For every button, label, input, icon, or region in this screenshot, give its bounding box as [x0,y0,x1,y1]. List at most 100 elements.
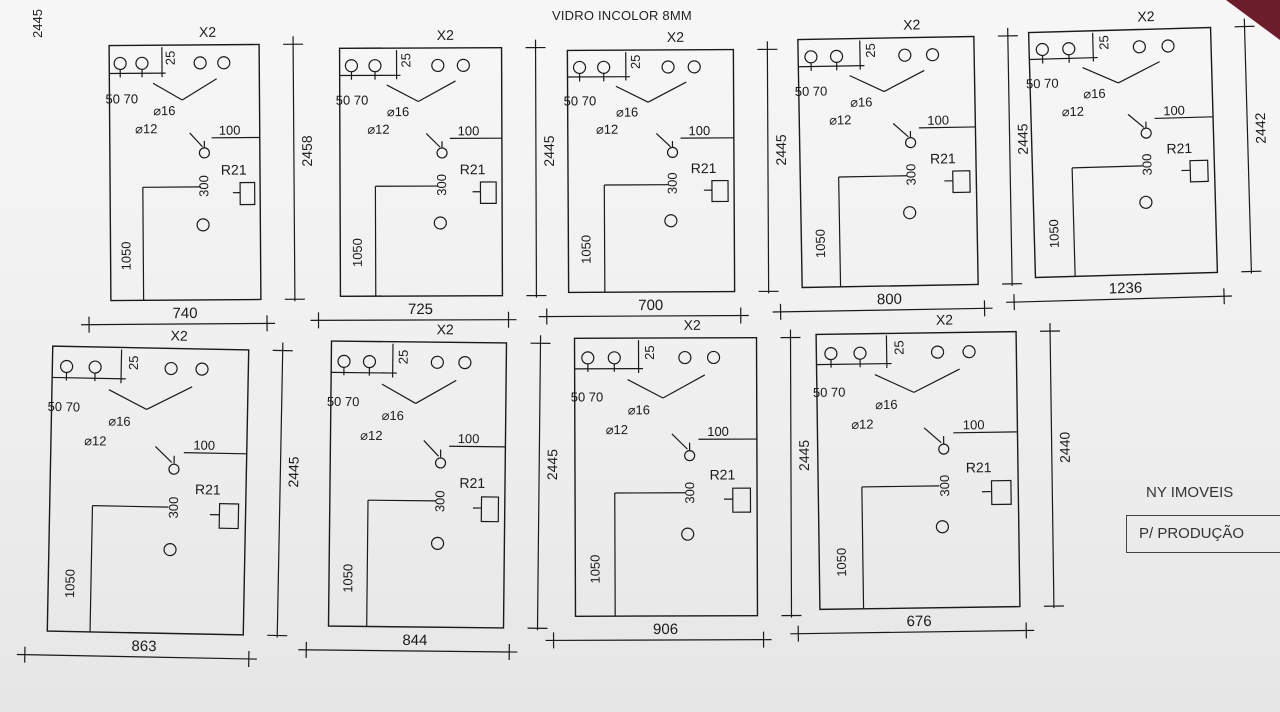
top-offset-label: 25 [163,51,178,66]
panel-height-label: 2458 [299,135,315,166]
quantity-label: X2 [1137,8,1155,24]
hole-spacing-label: 50 70 [795,83,828,99]
diameter-16-label: ⌀16 [153,103,175,118]
hole-circle [1139,195,1153,209]
radius-label: R21 [966,459,992,475]
hole-circle [433,216,447,230]
hole-circle [193,56,207,70]
hole-circle [113,56,127,71]
radius-label: R21 [459,475,485,491]
edge-offset-label: 100 [458,431,480,446]
diameter-16-label: ⌀16 [616,104,638,119]
company-name: NY IMOVEIS [1146,484,1234,501]
diameter-12-label: ⌀12 [851,417,874,432]
quantity-label: X2 [199,24,216,40]
panel-width-label: 700 [638,297,663,314]
hole-circle [581,351,595,365]
edge-offset-label: 100 [963,417,985,432]
diameter-12-label: ⌀12 [360,428,382,443]
panel-height-label: 2445 [285,456,302,488]
diameter-16-label: ⌀16 [1083,86,1106,102]
hole-circle [678,350,692,365]
notch [1189,159,1209,183]
hole-circle [930,345,945,359]
hole-circle [456,58,470,72]
panel-outline [815,330,1021,611]
notch-offset-label: 300 [682,482,697,504]
top-offset-label: 25 [398,53,413,68]
hole-spacing-label: 50 70 [105,91,138,106]
hole-circle [824,347,838,361]
quantity-label: X2 [170,327,188,343]
hole-circle [572,60,587,75]
edge-offset-label: 100 [219,123,241,138]
panel-width-label: 725 [408,301,433,318]
hole-circle [362,355,377,369]
panel-width-label: 676 [906,613,931,630]
hole-circle [898,48,912,62]
panel-outline [46,345,250,636]
top-offset-label: 25 [628,55,643,70]
diameter-12-label: ⌀12 [84,433,107,448]
diameter-16-label: ⌀16 [387,104,409,119]
panel-width-label: 906 [653,621,678,638]
diameter-16-label: ⌀16 [382,408,404,423]
edge-offset-label: 100 [707,424,729,439]
quantity-label: X2 [437,27,454,43]
hole-circle [938,443,950,455]
notch-offset-label: 300 [434,174,449,196]
notch [952,170,971,194]
diameter-16-label: ⌀16 [628,402,650,417]
hole-spacing-label: 50 70 [813,385,846,400]
quantity-label: X2 [936,311,954,327]
hole-circle [935,520,950,534]
top-offset-label: 25 [1096,35,1111,50]
hole-spacing-label: 50 70 [571,389,604,404]
top-offset-label: 25 [396,350,411,365]
hole-circle [164,361,178,376]
panel-outline [108,43,262,302]
notch [732,487,752,513]
panel-height-label: 2442 [1252,112,1269,144]
edge-offset-label: 100 [688,123,710,138]
radius-label: R21 [691,160,717,176]
hole-spacing-label: 50 70 [327,394,360,409]
diameter-12-label: ⌀12 [1062,104,1085,120]
hole-circle [163,543,177,557]
diameter-12-label: ⌀12 [606,422,628,437]
hole-circle [217,56,231,70]
hole-circle [829,49,844,63]
panel-height-label: 2445 [541,135,557,166]
panel-outline [327,340,508,629]
panel-height-label: 2445 [544,449,560,481]
panel-height-label: 2445 [1014,123,1031,155]
hole-circle [687,60,701,74]
radius-label: R21 [460,161,486,177]
hole-circle [337,354,351,368]
hole-circle [135,56,149,70]
top-offset-label: 25 [863,43,878,58]
top-offset-label: 25 [642,345,657,360]
notch [711,179,729,203]
height-offset-label: 1050 [834,548,849,577]
diameter-16-label: ⌀16 [875,397,898,412]
notch-offset-label: 300 [166,497,181,519]
hole-circle [344,59,359,73]
hole-circle [434,457,447,469]
hole-circle [1132,40,1146,54]
height-offset-label: 1050 [813,229,829,258]
notch-offset-label: 300 [1139,153,1155,175]
height-offset-label: 1050 [588,555,603,584]
diameter-12-label: ⌀12 [596,122,618,137]
panel-outline [797,35,979,289]
notch-offset-label: 300 [196,175,211,197]
hole-circle [925,48,940,62]
